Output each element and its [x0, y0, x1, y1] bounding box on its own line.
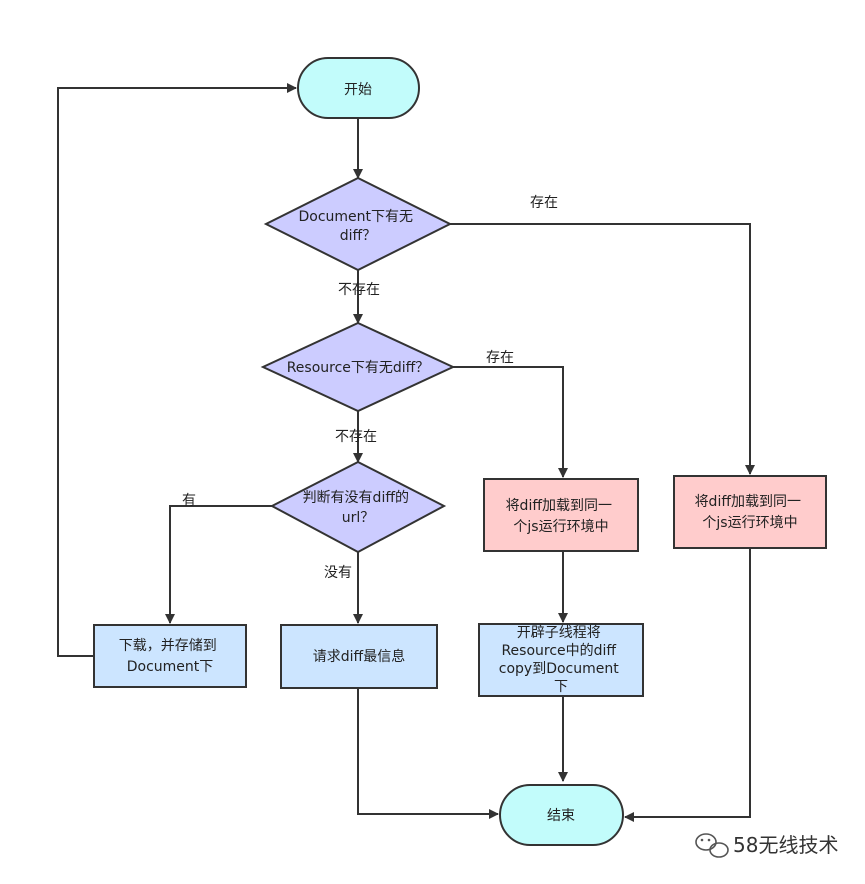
start-node: 开始	[297, 57, 420, 119]
decision-document-label: Document下有无 diff？	[299, 209, 418, 244]
label-res-exists: 存在	[486, 350, 514, 366]
edge-document-exists	[450, 223, 755, 475]
edge-resource-exists	[453, 366, 568, 478]
thread-copy-label: 开辟子线程将 Resource中的diff copy到Document 下	[499, 625, 623, 695]
edge-load-right-to-end	[624, 548, 751, 822]
decision-url-label: 判断有没有diff的 url？	[303, 490, 414, 526]
decision-resource-label: Resource下有无diff？	[287, 360, 430, 376]
download-store-label: 下载，并存储到 Document下	[119, 638, 221, 675]
label-url-none: 没有	[324, 565, 352, 581]
decision-document: Document下有无 diff？	[263, 176, 453, 272]
edges	[57, 83, 755, 822]
wechat-logo-icon	[695, 833, 729, 858]
edge-request-to-end	[357, 688, 499, 819]
edge-url-has	[165, 505, 272, 624]
thread-copy-box: 开辟子线程将 Resource中的diff copy到Document 下	[478, 623, 644, 697]
decision-resource: Resource下有无diff？	[260, 321, 456, 413]
end-node: 结束	[499, 784, 624, 846]
request-info-label: 请求diff最信息	[313, 648, 405, 665]
decision-url: 判断有没有diff的 url？	[269, 460, 447, 554]
start-label: 开始	[344, 82, 372, 98]
end-label: 结束	[547, 808, 575, 824]
label-doc-exists: 存在	[530, 195, 558, 211]
load-right-box: 将diff加载到同一 个js运行环境中	[673, 475, 827, 549]
edge-download-loop-to-start	[57, 83, 297, 657]
watermark-text: 58无线技术	[733, 833, 838, 857]
load-right-label: 将diff加载到同一 个js运行环境中	[695, 494, 806, 531]
watermark: 58无线技术	[695, 833, 838, 858]
label-res-not-exists: 不存在	[335, 429, 377, 445]
request-info-box: 请求diff最信息	[280, 624, 438, 689]
download-store-box: 下载，并存储到 Document下	[93, 624, 247, 688]
load-middle-box: 将diff加载到同一 个js运行环境中	[483, 478, 639, 552]
label-url-has: 有	[182, 493, 196, 509]
label-doc-not-exists: 不存在	[338, 282, 380, 298]
edge-labels: 存在 不存在 存在 不存在 有 没有	[182, 195, 558, 581]
load-middle-label: 将diff加载到同一 个js运行环境中	[506, 498, 617, 535]
